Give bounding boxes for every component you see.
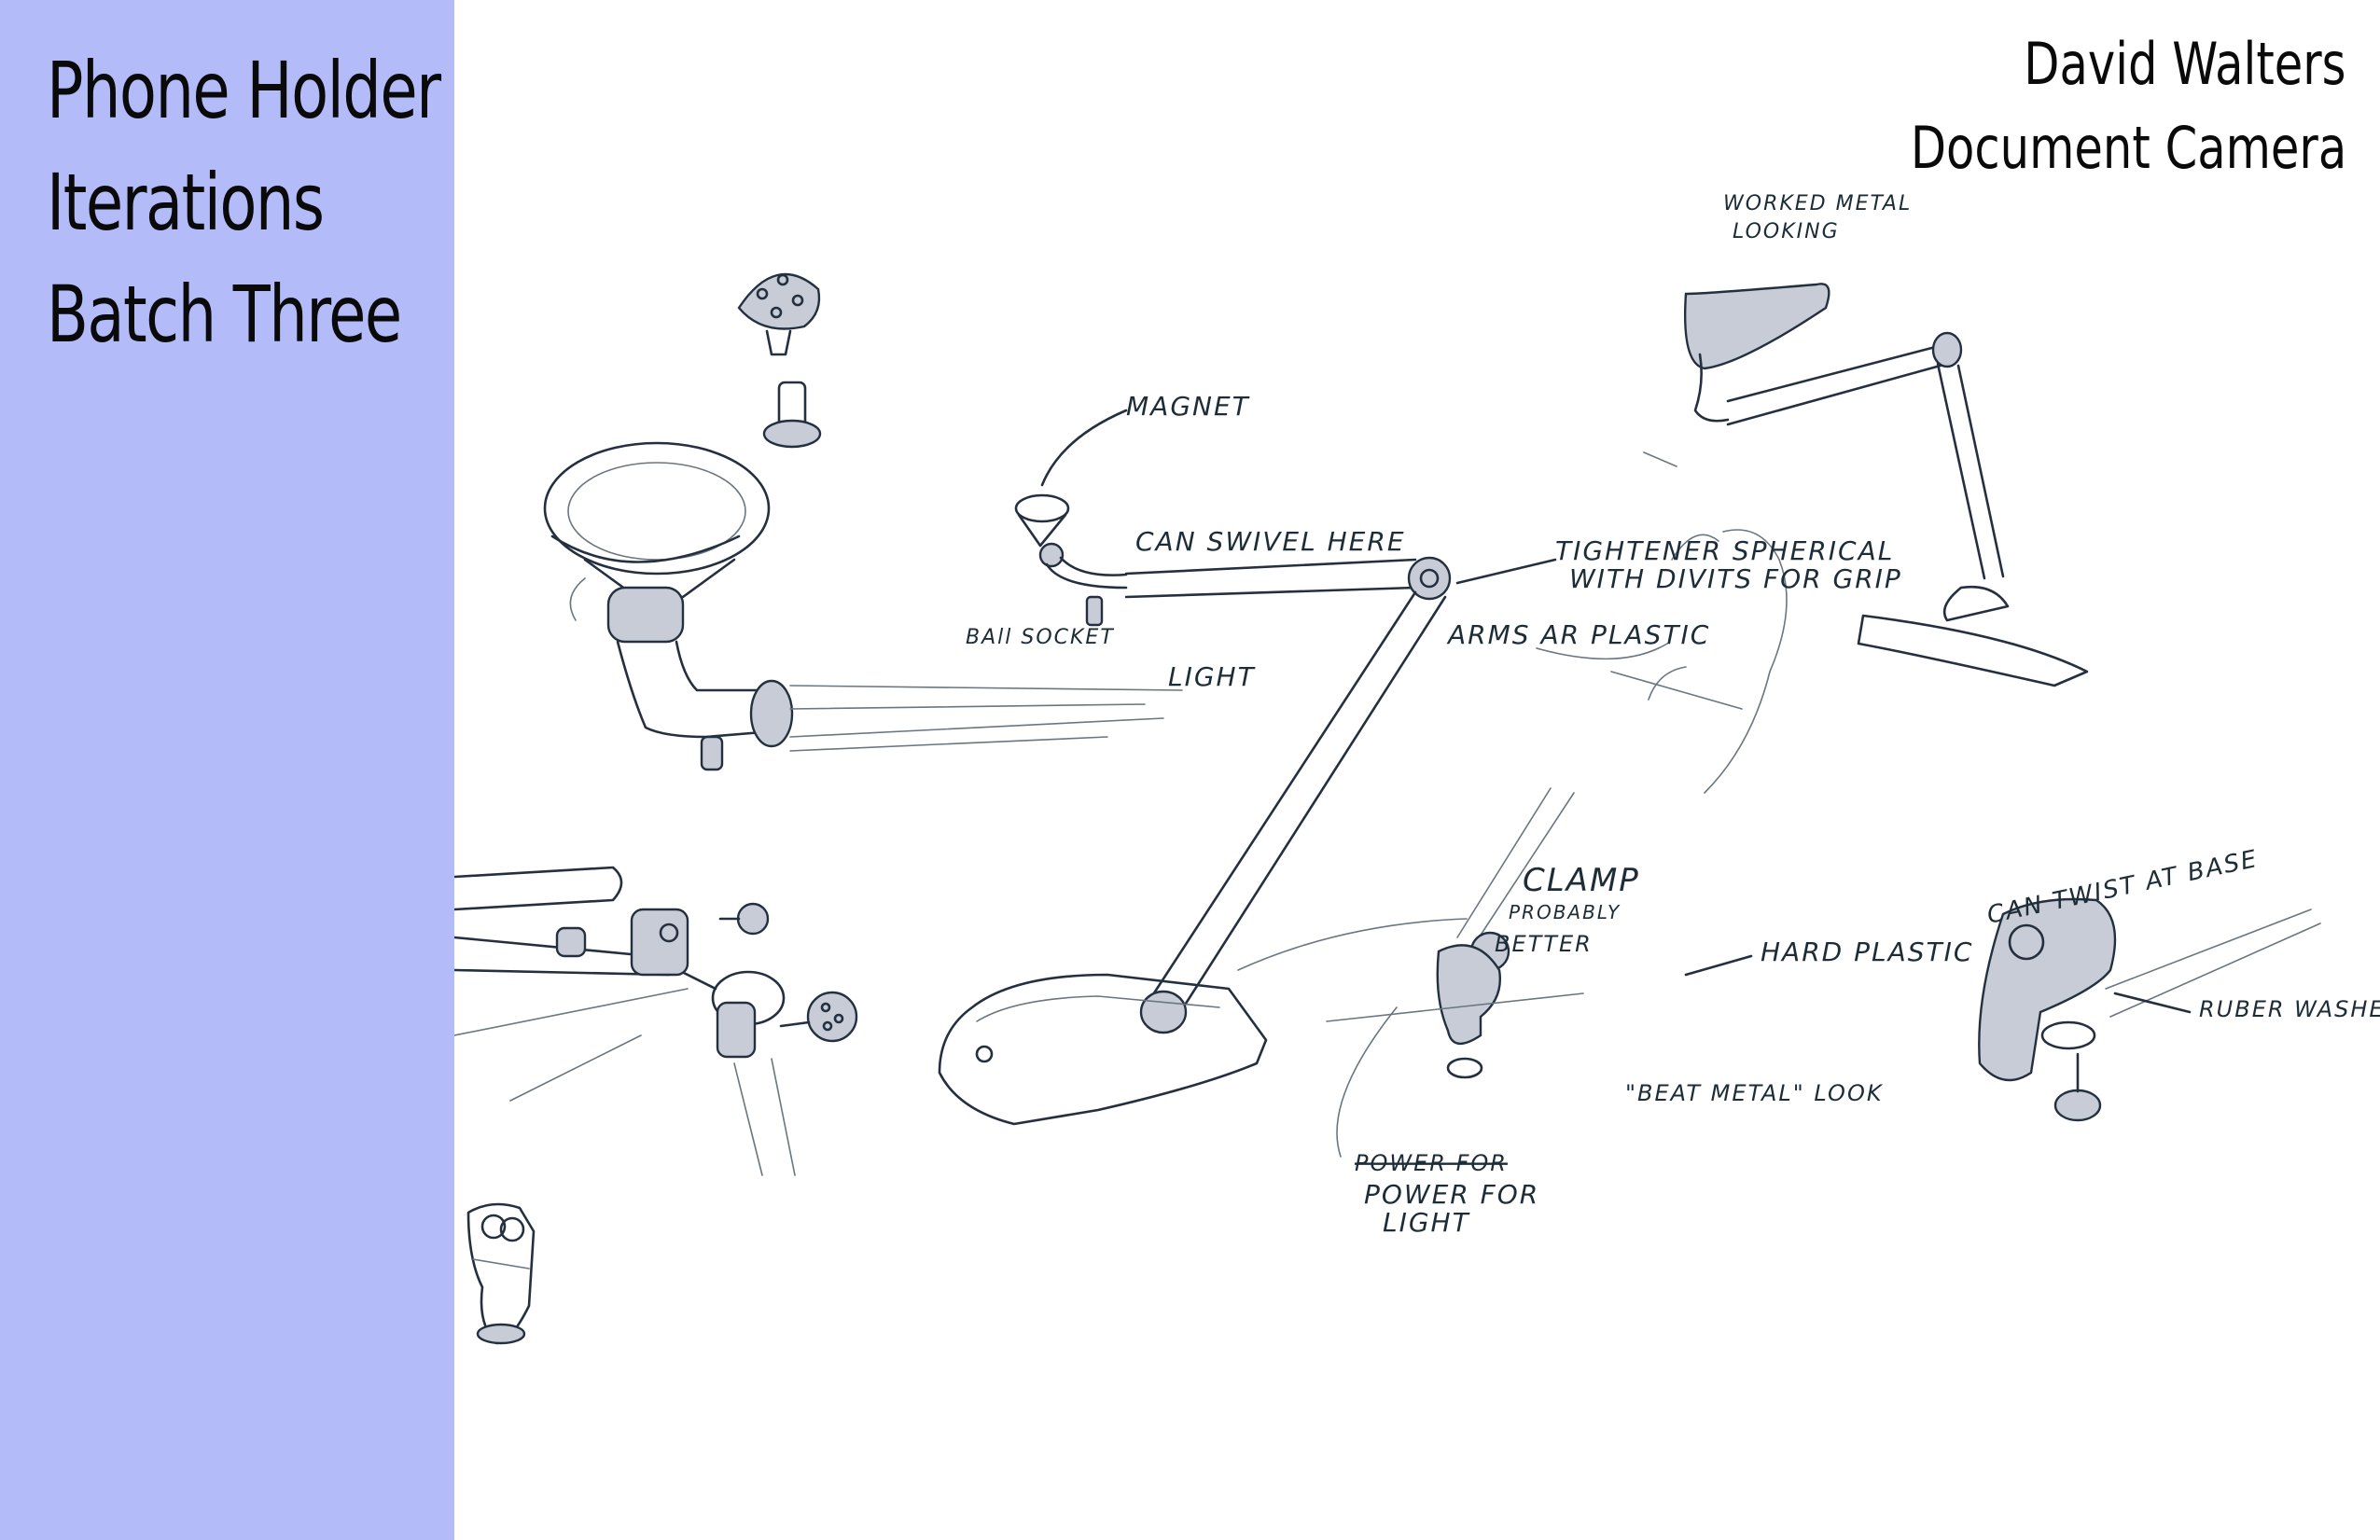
label-worked-metal-2: LOOKING: [1733, 220, 1840, 243]
author-name: David Walters: [2024, 30, 2346, 98]
label-light: LIGHT: [1168, 661, 1256, 692]
knob-sketch: [737, 272, 822, 449]
label-can-swivel: CAN SWIVEL HERE: [1135, 526, 1406, 557]
label-tightener: TIGHTENER SPHERICAL: [1555, 535, 1894, 566]
project-name: Document Camera: [1910, 114, 2346, 182]
label-arms: ARMS AR PLASTIC: [1446, 619, 1710, 650]
annotations: MAGNET CAN SWIVEL HERE BAll SOCKET LIGHT…: [966, 192, 2380, 1238]
label-ruber-washer: RUBER WASHER: [2199, 996, 2380, 1022]
sidebar-panel: Phone Holder Iterations Batch Three: [0, 0, 454, 1540]
sketch-canvas: MAGNET CAN SWIVEL HERE BAll SOCKET LIGHT…: [454, 192, 2380, 1345]
title-line-2: Iterations: [47, 157, 325, 248]
joint-detail-sketch: [454, 866, 858, 1176]
label-power-struck: POWER FOR: [1355, 1150, 1508, 1176]
camera-arm-sketch: [1536, 283, 2089, 794]
label-beat-metal: "BEAT METAL" LOOK: [1625, 1080, 1884, 1106]
label-ball-socket: BAll SOCKET: [966, 626, 1115, 649]
magnet-leader: [1040, 409, 1128, 487]
tightener-leader: [1455, 558, 1557, 585]
phone-holder-head-sketch: [543, 441, 1183, 771]
twist-clamp-sketch: [1978, 897, 2321, 1122]
label-power: POWER FOR: [1364, 1179, 1539, 1210]
label-probably: PROBABLY: [1509, 901, 1621, 923]
ruber-washer-leader: [2113, 992, 2192, 1014]
label-hard-plastic: HARD PLASTIC: [1761, 936, 1973, 967]
label-better: BETTER: [1495, 931, 1593, 957]
label-tightener-2: WITH DIVITS FOR GRIP: [1569, 563, 1902, 594]
desk-arm-sketch: [938, 493, 1468, 1126]
hard-plastic-leader: [1684, 954, 1753, 977]
title-line-3: Batch Three: [47, 269, 402, 360]
label-clamp: CLAMP: [1523, 862, 1640, 899]
label-power-2: LIGHT: [1383, 1207, 1470, 1238]
title-line-1: Phone Holder: [47, 45, 441, 136]
small-detail-sketch: [466, 1202, 536, 1345]
clamp-sketch: [1326, 787, 1584, 1158]
label-worked-metal: WORKED METAL: [1723, 192, 1912, 215]
label-magnet: MAGNET: [1126, 391, 1250, 422]
label-can-twist: CAN TWIST AT BASE: [1984, 845, 2261, 930]
